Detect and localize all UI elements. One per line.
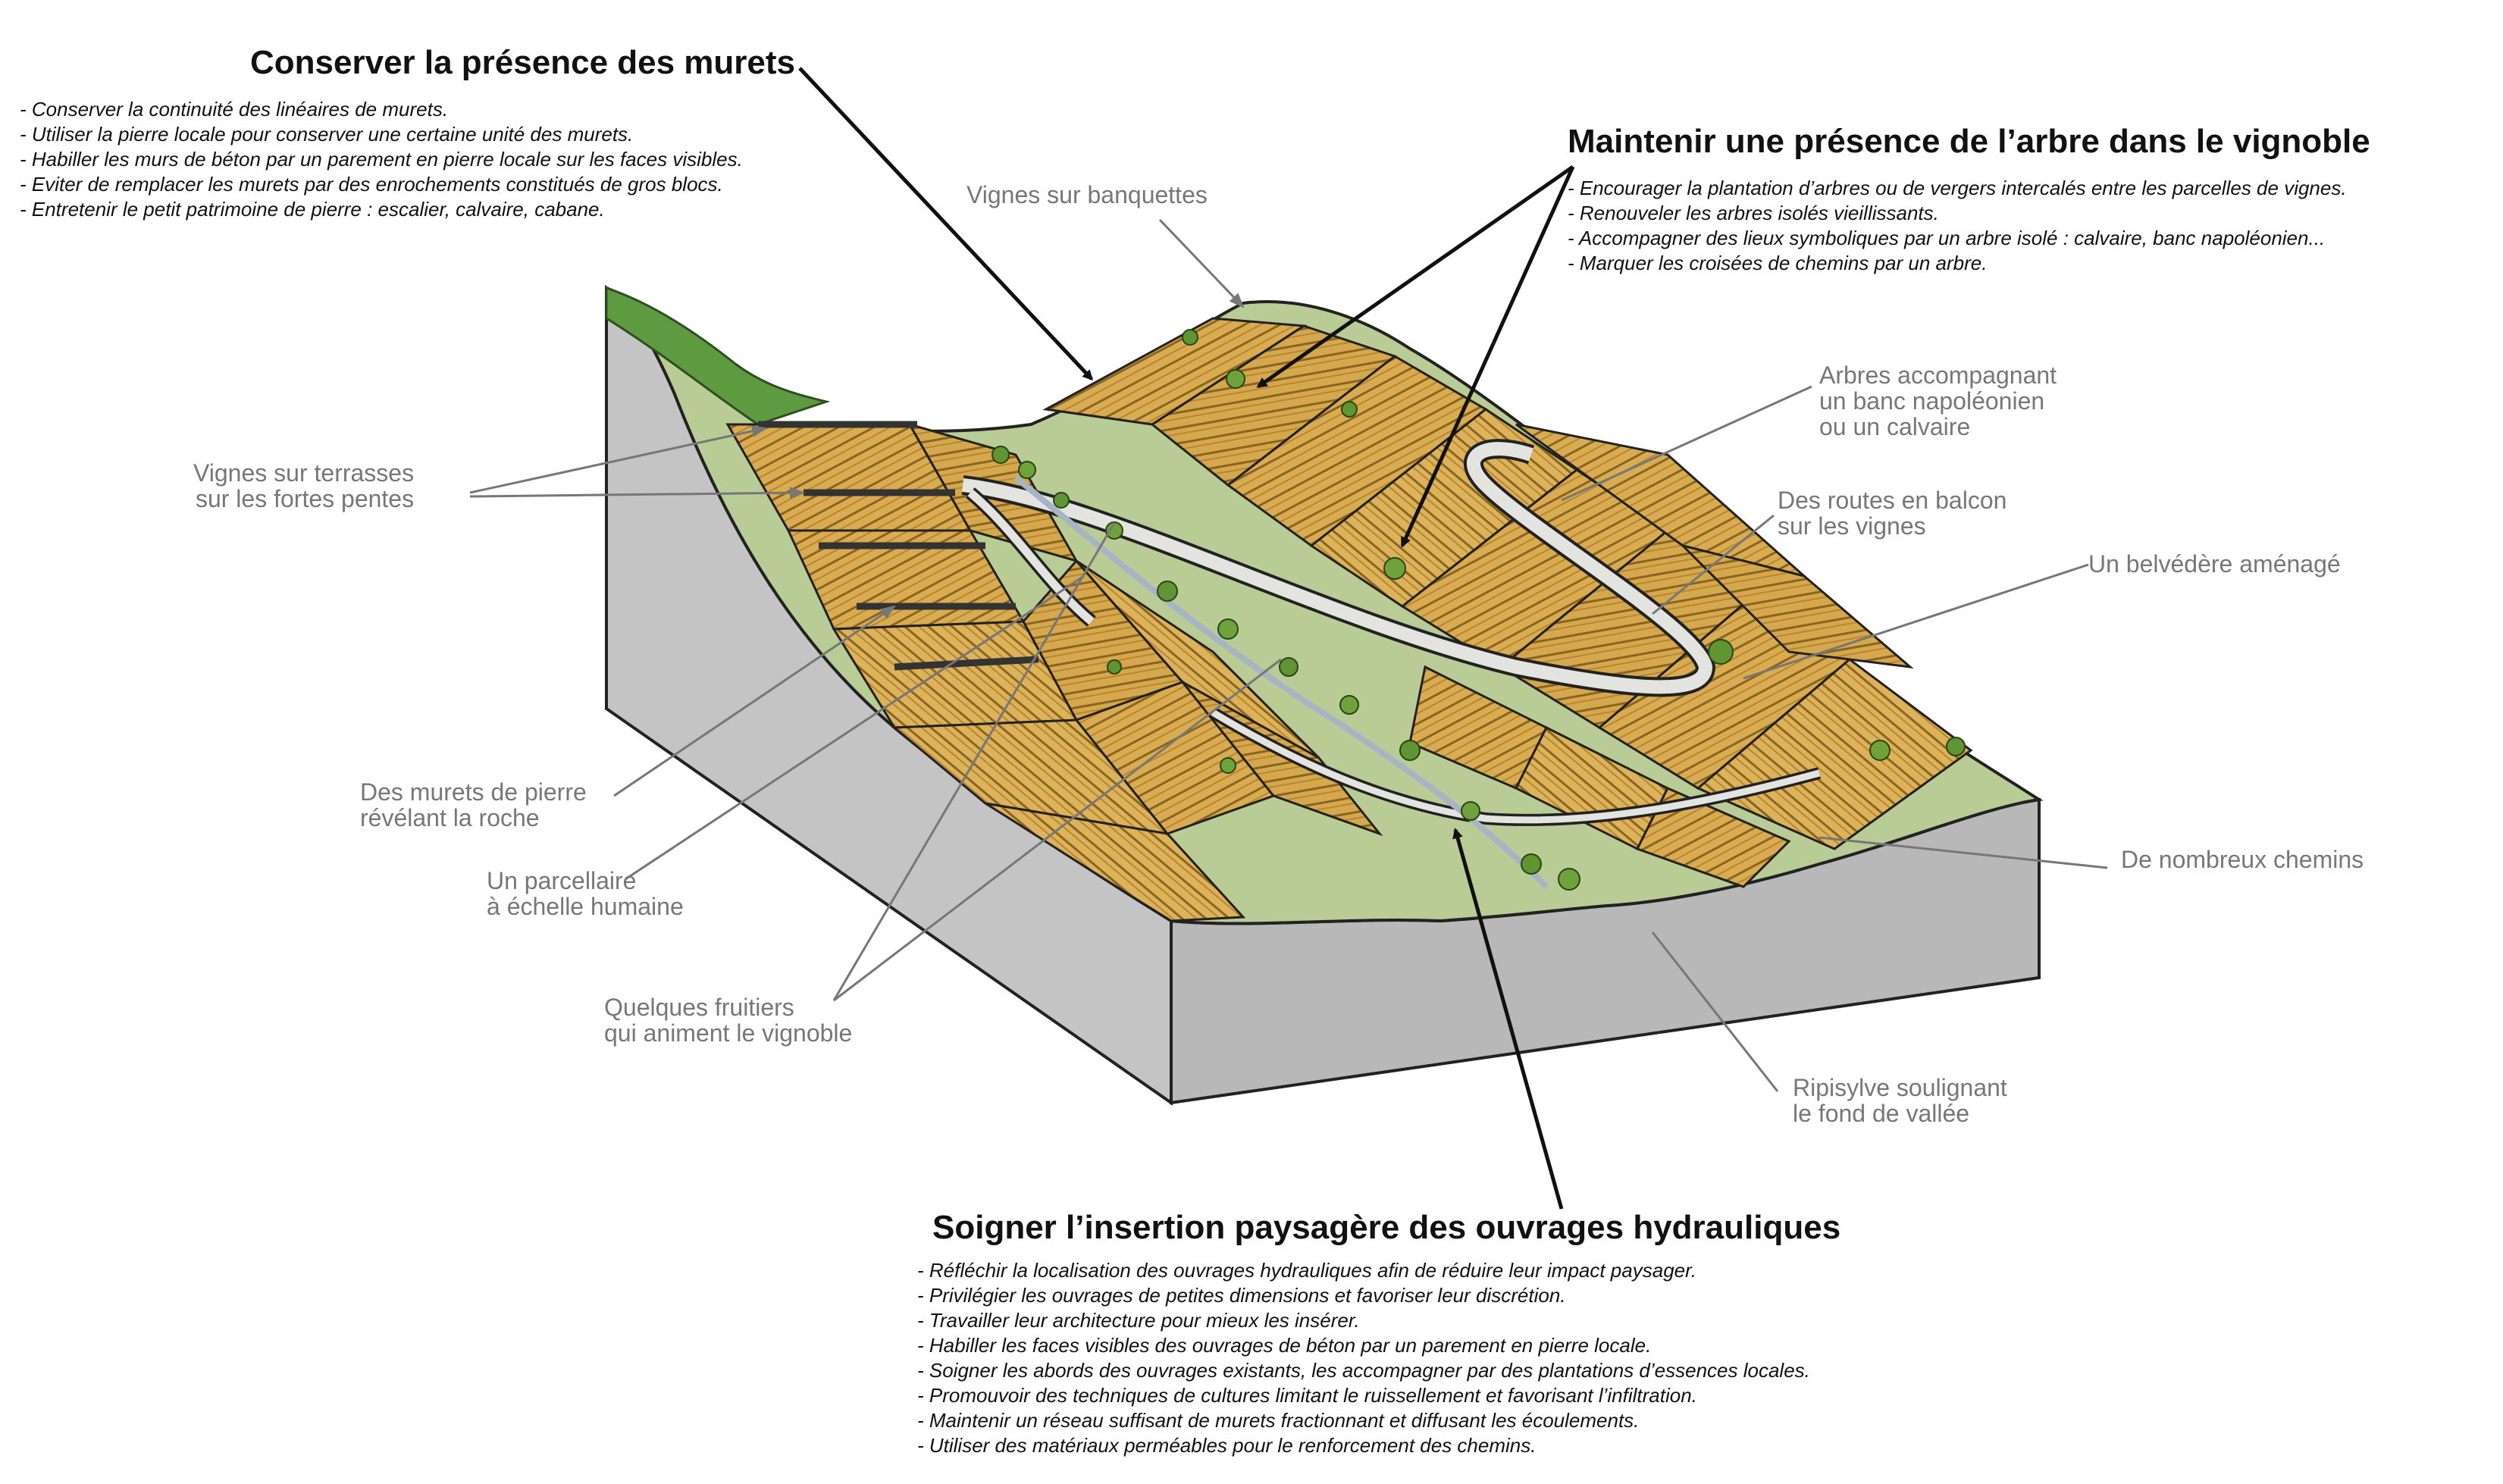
list-item: - Promouvoir des techniques de cultures …: [917, 1384, 1697, 1407]
section-arrows: [798, 67, 1575, 1210]
label-ripisylve: Ripisylve soulignant le fond de vallée: [1793, 1075, 2007, 1126]
ridge-forest: [605, 286, 831, 426]
label-line: un banc napoléonien: [1819, 387, 2045, 415]
list-item: - Habiller les murs de béton par un pare…: [20, 148, 743, 171]
list-item: - Maintenir un réseau suffisant de muret…: [917, 1409, 1640, 1432]
left-slope-terraces: [725, 422, 1276, 922]
list-item: - Eviter de remplacer les murets par des…: [20, 173, 723, 196]
list-item: - Encourager la plantation d’arbres ou d…: [1568, 177, 2347, 199]
list-item: - Soigner les abords des ouvrages exista…: [917, 1359, 1810, 1382]
label-line: qui animent le vignoble: [604, 1019, 853, 1047]
label-parcellaire: Un parcellaire à échelle humaine: [487, 868, 684, 919]
label-line: ou un calvaire: [1819, 413, 1971, 440]
list-item: - Marquer les croisées de chemins par un…: [1568, 252, 1988, 274]
label-line: Un belvédère aménagé: [2088, 550, 2341, 578]
section-title-murets: Conserver la présence des murets: [250, 44, 796, 81]
list-item: - Utiliser la pierre locale pour conserv…: [20, 123, 634, 146]
list-item: - Travailler leur architecture pour mieu…: [917, 1309, 1360, 1332]
label-murets-pierre: Des murets de pierre révélant la roche: [360, 779, 587, 831]
label-line: Des murets de pierre: [360, 778, 587, 806]
roads: [961, 439, 1822, 826]
list-item: - Entretenir le petit patrimoine de pier…: [20, 198, 605, 221]
trees: [991, 329, 1966, 891]
label-line: Ripisylve soulignant: [1793, 1074, 2007, 1101]
label-chemins: De nombreux chemins: [2121, 847, 2364, 872]
label-line: Des routes en balcon: [1778, 487, 2007, 514]
label-vignes-terrasses: Vignes sur terrasses sur les fortes pent…: [193, 460, 414, 512]
section-list-hydrauliques: - Réfléchir la localisation des ouvrages…: [917, 1258, 1810, 1458]
label-belvedere: Un belvédère aménagé: [2088, 551, 2341, 577]
label-line: De nombreux chemins: [2121, 846, 2364, 873]
section-list-murets: - Conserver la continuité des linéaires …: [20, 97, 743, 222]
list-item: - Habiller les faces visibles des ouvrag…: [917, 1334, 1652, 1357]
list-item: - Réfléchir la localisation des ouvrages…: [917, 1259, 1697, 1282]
label-line: Quelques fruitiers: [604, 994, 794, 1021]
list-item: - Privilégier les ouvrages de petites di…: [917, 1284, 1566, 1307]
label-line: révélant la roche: [360, 804, 540, 831]
label-line: Vignes sur terrasses: [193, 459, 415, 487]
label-line: sur les fortes pentes: [195, 485, 415, 512]
list-item: - Utiliser des matériaux perméables pour…: [917, 1434, 1537, 1457]
label-line: à échelle humaine: [487, 893, 684, 920]
label-line: sur les vignes: [1778, 512, 1926, 540]
label-line: Vignes sur banquettes: [966, 181, 1208, 208]
leader-lines: [469, 218, 2108, 1092]
label-vignes-banquettes: Vignes sur banquettes: [966, 182, 1208, 208]
label-line: Un parcellaire: [487, 867, 637, 894]
label-line: Arbres accompagnant: [1819, 362, 2057, 389]
section-list-arbre: - Encourager la plantation d’arbres ou d…: [1568, 176, 2347, 276]
label-routes-balcon: Des routes en balcon sur les vignes: [1778, 487, 2006, 539]
label-fruitiers: Quelques fruitiers qui animent le vignob…: [604, 994, 852, 1046]
label-line: le fond de vallée: [1793, 1100, 1970, 1127]
list-item: - Accompagner des lieux symboliques par …: [1568, 227, 2326, 249]
label-arbres-banc: Arbres accompagnant un banc napoléonien …: [1819, 362, 2057, 440]
section-title-hydrauliques: Soigner l’insertion paysagère des ouvrag…: [932, 1209, 1841, 1246]
section-title-arbre: Maintenir une présence de l’arbre dans l…: [1568, 123, 2370, 160]
valley-stream: [1013, 474, 1549, 889]
list-item: - Renouveler les arbres isolés vieilliss…: [1568, 202, 1939, 224]
list-item: - Conserver la continuité des linéaires …: [20, 98, 449, 121]
